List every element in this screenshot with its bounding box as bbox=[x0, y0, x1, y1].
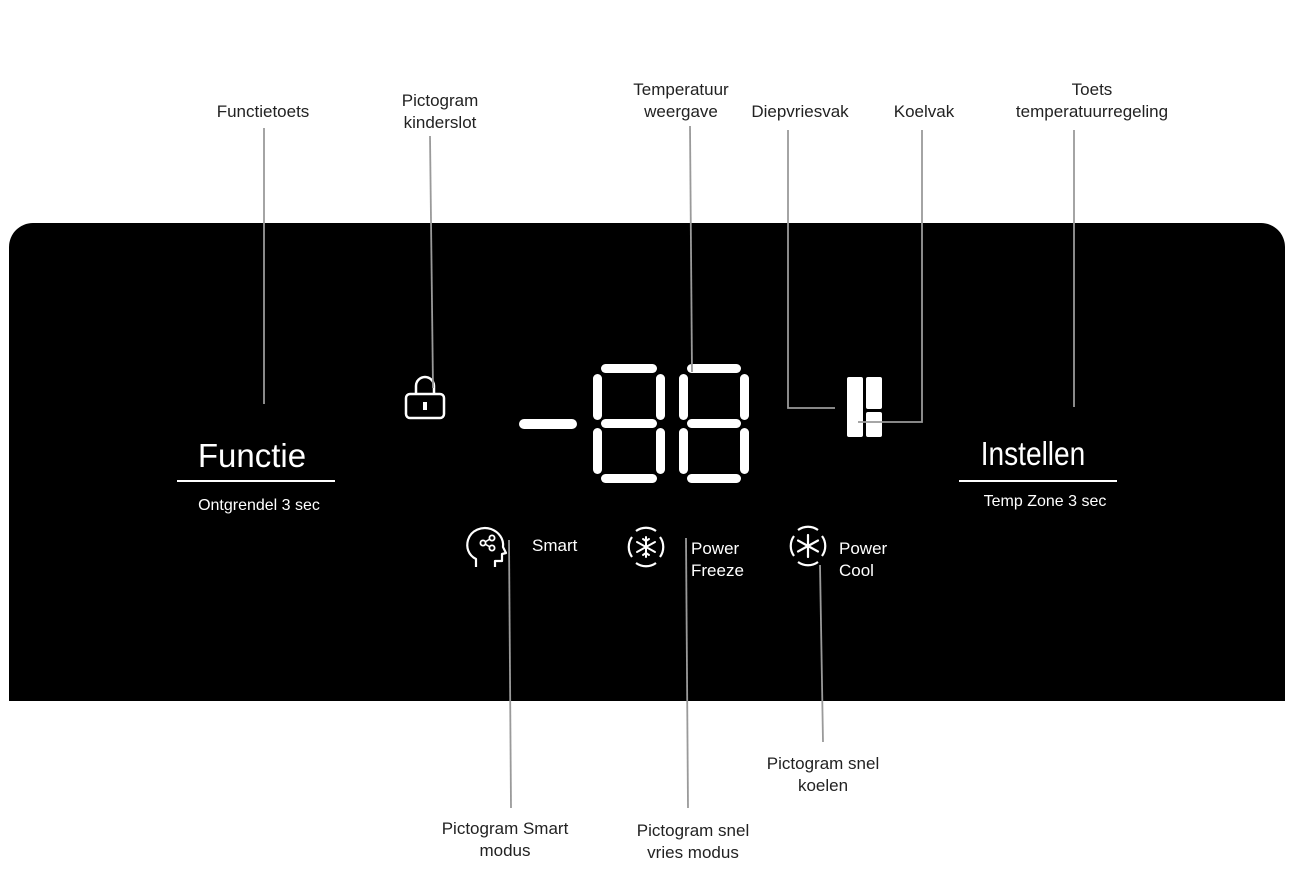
zone-indicator-icon bbox=[847, 377, 882, 437]
callout-cool-icon: Pictogram snel koelen bbox=[767, 753, 879, 797]
callout-child-lock-line1: Pictogram bbox=[401, 91, 479, 110]
callout-temp-key-line1: Toets bbox=[1071, 80, 1113, 99]
set-button-underline bbox=[959, 480, 1117, 482]
power-cool-line1: Power bbox=[839, 539, 888, 558]
digit-1 bbox=[593, 364, 665, 483]
callout-freezer: Diepvriesvak bbox=[751, 101, 848, 123]
snowflake-circle-icon bbox=[627, 526, 665, 568]
callout-temp-key-line2: temperatuurregeling bbox=[1015, 102, 1169, 121]
function-button-label[interactable]: Functie bbox=[197, 437, 307, 474]
power-freeze-line2: Freeze bbox=[691, 561, 744, 580]
callout-cool-line2: koelen bbox=[797, 776, 849, 795]
lock-icon bbox=[404, 375, 446, 420]
power-cool-label: Power Cool bbox=[839, 538, 887, 582]
smart-mode-label: Smart bbox=[532, 536, 578, 555]
function-button-underline bbox=[177, 480, 335, 482]
callout-temp-display-line1: Temperatuur bbox=[633, 80, 729, 99]
asterisk-circle-icon bbox=[789, 525, 827, 567]
callout-fridge: Koelvak bbox=[894, 101, 954, 123]
callout-temp-key: Toets temperatuurregeling bbox=[1016, 79, 1168, 123]
minus-segment bbox=[519, 419, 577, 429]
control-panel bbox=[9, 223, 1285, 701]
callout-child-lock-line2: kinderslot bbox=[403, 113, 477, 132]
callout-smart-line1: Pictogram Smart bbox=[441, 819, 569, 838]
function-unlock-hint: Ontgrendel 3 sec bbox=[198, 497, 320, 514]
callout-smart-line2: modus bbox=[479, 841, 531, 860]
power-freeze-line1: Power bbox=[691, 539, 740, 558]
set-button-label[interactable]: Instellen bbox=[980, 435, 1086, 472]
digit-2 bbox=[679, 364, 749, 483]
callout-freeze-line2: vries modus bbox=[647, 843, 739, 862]
temperature-display bbox=[519, 364, 749, 483]
callout-freeze-line1: Pictogram snel bbox=[636, 821, 750, 840]
callout-temp-display: Temperatuur weergave bbox=[633, 79, 728, 123]
callout-function-key: Functietoets bbox=[217, 101, 310, 123]
callout-child-lock-icon: Pictogram kinderslot bbox=[402, 90, 479, 134]
callout-function-key-text: Functietoets bbox=[216, 102, 310, 121]
power-cool-line2: Cool bbox=[839, 561, 874, 580]
callout-fridge-text: Koelvak bbox=[893, 102, 955, 121]
callout-freeze-icon: Pictogram snel vries modus bbox=[637, 820, 749, 864]
callout-cool-line1: Pictogram snel bbox=[766, 754, 880, 773]
set-zone-hint: Temp Zone 3 sec bbox=[983, 493, 1107, 510]
smart-head-icon bbox=[466, 526, 508, 567]
power-freeze-label: Power Freeze bbox=[691, 538, 744, 582]
callout-smart-icon: Pictogram Smart modus bbox=[442, 818, 569, 862]
callout-freezer-text: Diepvriesvak bbox=[751, 102, 849, 121]
callout-temp-display-line2: weergave bbox=[644, 102, 718, 121]
